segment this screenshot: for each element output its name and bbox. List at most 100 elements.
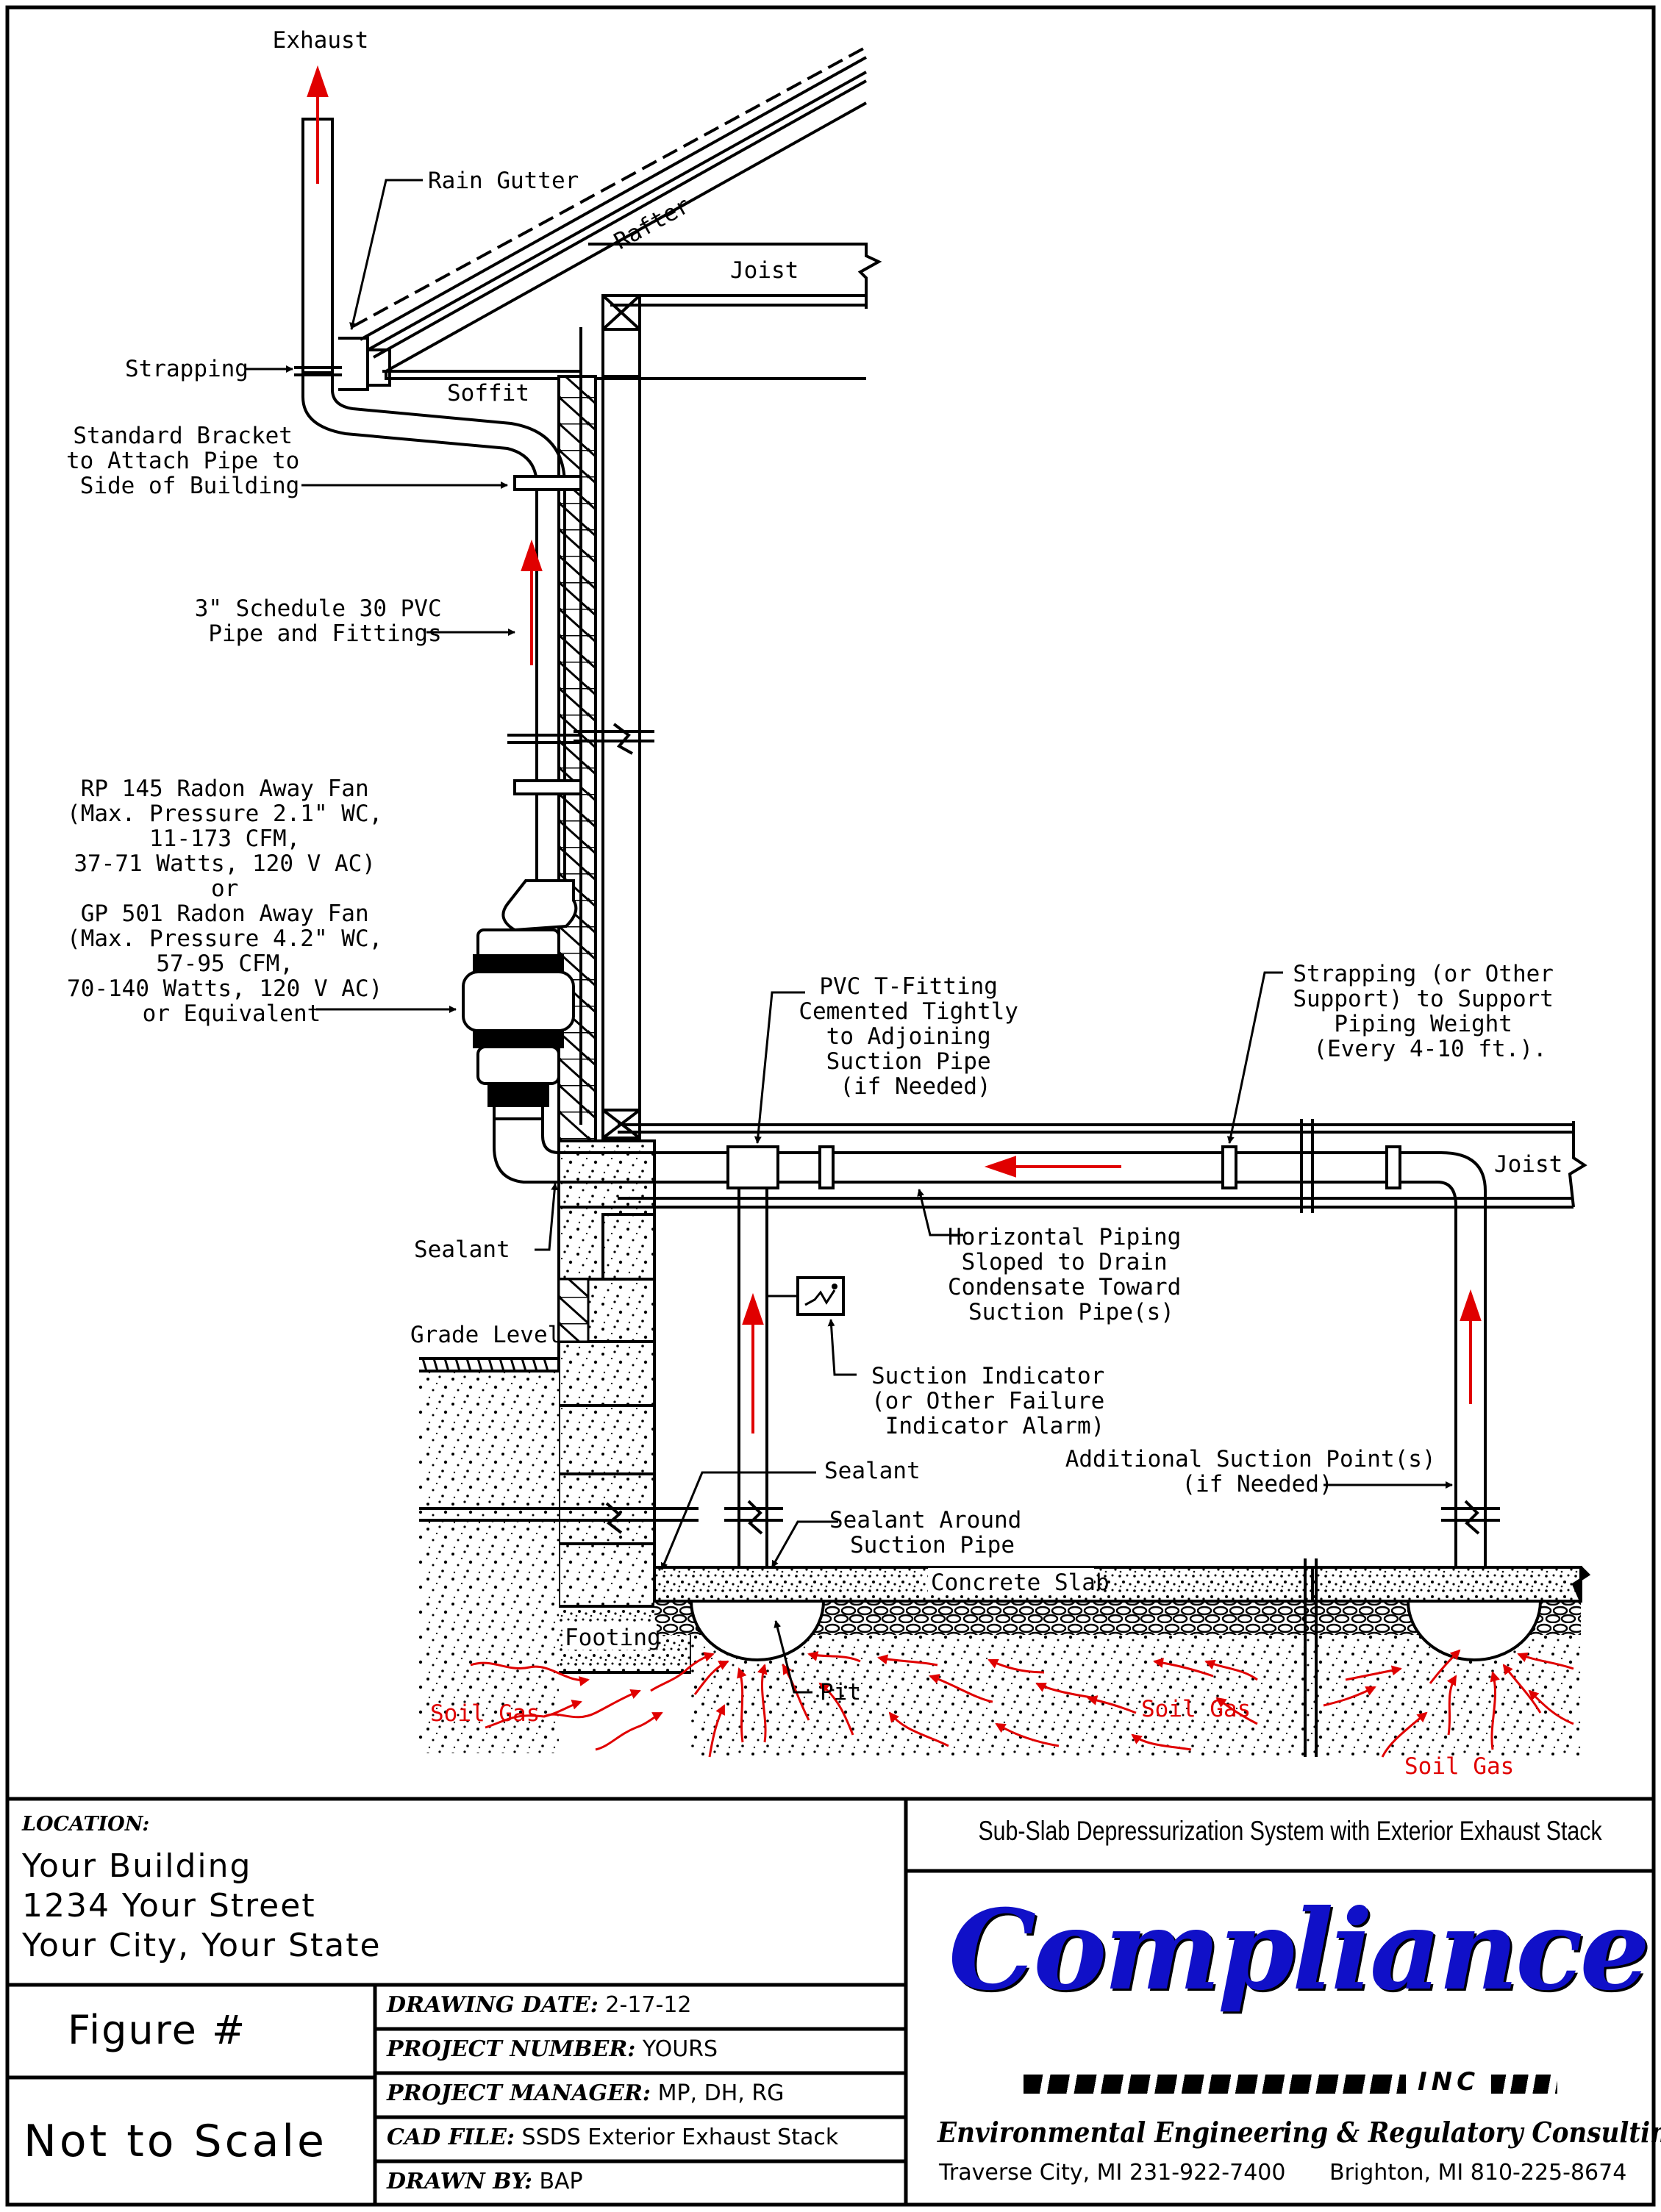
suction-line-3: Indicator Alarm)	[885, 1413, 1105, 1439]
location-line-2: 1234 Your Street	[22, 1887, 316, 1925]
fan-line-5: or	[211, 876, 238, 902]
label-joist-top: Joist	[730, 257, 799, 284]
label-horizontal: Horizontal Piping Sloped to Drain Conden…	[948, 1224, 1195, 1325]
pvc-line-1: 3" Schedule 30 PVC	[195, 595, 442, 622]
horizontal-line-3: Condensate Toward	[948, 1274, 1181, 1300]
additional-line-2: (if Needed)	[1182, 1471, 1332, 1497]
drawn-by-value: BAP	[539, 2169, 583, 2194]
slab-break-lines	[1304, 1558, 1591, 1757]
project-number-label: PROJECT NUMBER:	[387, 2036, 636, 2062]
label-soffit: Soffit	[447, 380, 529, 407]
label-sealant-slab: Sealant	[824, 1458, 921, 1484]
fan-line-9: 70-140 Watts, 120 V AC)	[67, 976, 382, 1002]
label-strapping: Strapping	[125, 356, 249, 382]
label-grade-level: Grade Level	[410, 1322, 561, 1348]
drawn-by-label: DRAWN BY:	[387, 2169, 532, 2194]
block-foundation	[557, 1139, 656, 1608]
label-sealant-wall: Sealant	[414, 1236, 510, 1263]
drawing-date-row: DRAWING DATE: 2-17-12	[387, 1992, 692, 2018]
label-soil-gas-middle: Soil Gas	[1141, 1696, 1251, 1722]
sealant-around-line-1: Sealant Around	[829, 1507, 1021, 1533]
grass-blades	[421, 1358, 549, 1372]
location-line-1: Your Building	[22, 1847, 252, 1885]
concrete-label-bg	[928, 1568, 1094, 1594]
soil-break	[419, 1507, 699, 1522]
exhaust-stack	[294, 118, 582, 882]
suction-line-1: Suction Indicator	[871, 1363, 1104, 1389]
project-manager-value: MP, DH, RG	[657, 2080, 785, 2106]
tfitting-line-5: (if Needed)	[840, 1073, 990, 1100]
strapping-support-line-4: (Every 4-10 ft.).	[1313, 1036, 1546, 1062]
strapping-support-line-1: Strapping (or Other	[1293, 961, 1554, 987]
horizontal-line-4: Suction Pipe(s)	[968, 1299, 1174, 1325]
company-tagline: Environmental Engineering & Regulatory C…	[937, 2116, 1661, 2149]
label-additional: Additional Suction Point(s) (if Needed)	[1065, 1446, 1450, 1497]
label-concrete-slab: Concrete Slab	[931, 1569, 1110, 1596]
drawing-title: Sub-Slab Depressurization System with Ex…	[978, 1816, 1602, 1846]
label-joist-right: Joist	[1494, 1151, 1562, 1178]
fan-line-8: 57-95 CFM,	[156, 951, 293, 977]
project-manager-row: PROJECT MANAGER: MP, DH, RG	[387, 2080, 784, 2106]
label-strapping-support: Strapping (or Other Support) to Support …	[1293, 961, 1567, 1062]
label-pvc-pipe: 3" Schedule 30 PVC Pipe and Fittings	[195, 595, 456, 647]
fan-line-1: RP 145 Radon Away Fan	[81, 776, 369, 802]
strapping-support-line-3: Piping Weight	[1334, 1011, 1512, 1037]
project-manager-label: PROJECT MANAGER:	[387, 2080, 651, 2106]
project-number-row: PROJECT NUMBER: YOURS	[387, 2036, 718, 2062]
label-soil-gas-right: Soil Gas	[1404, 1753, 1514, 1780]
pvc-line-2: Pipe and Fittings	[208, 620, 441, 647]
cad-file-value: SSDS Exterior Exhaust Stack	[521, 2125, 839, 2150]
floor-joist	[618, 1119, 1587, 1213]
bracket-line-1: Standard Bracket	[73, 423, 293, 449]
exterior-soil	[419, 1371, 559, 1753]
drawn-by-row: DRAWN BY: BAP	[387, 2169, 583, 2194]
tfitting-line-2: Cemented Tightly	[799, 998, 1018, 1025]
drawing-border	[5, 5, 1656, 2207]
fan-line-3: 11-173 CFM,	[149, 826, 300, 852]
drawing-date-value: 2-17-12	[605, 1992, 692, 2018]
fan-line-7: (Max. Pressure 4.2" WC,	[67, 926, 382, 952]
pit-left	[689, 1600, 826, 1661]
title-block-lines	[7, 1797, 1654, 2205]
suction-indicator	[767, 1276, 845, 1316]
bracket-line-2: to Attach Pipe to	[66, 448, 299, 474]
label-fan: RP 145 Radon Away Fan (Max. Pressure 2.1…	[67, 776, 396, 1027]
fan-line-6: GP 501 Radon Away Fan	[81, 901, 369, 927]
project-number-value: YOURS	[642, 2036, 718, 2062]
horizontal-pipe	[726, 1145, 1487, 1567]
location-label: LOCATION:	[22, 1813, 150, 1836]
location-line-3: Your City, Your State	[22, 1927, 382, 1964]
company-suffix: INC	[1418, 2067, 1480, 2097]
label-sealant-around: Sealant Around Suction Pipe	[829, 1507, 1035, 1558]
soil-gas-arrows	[470, 1649, 1574, 1758]
label-rain-gutter: Rain Gutter	[428, 168, 579, 194]
concrete-slab-right	[1311, 1566, 1582, 1603]
company-logo: Compliance	[949, 1886, 1650, 2015]
fan-line-4: 37-71 Watts, 120 V AC)	[74, 851, 376, 877]
horizontal-line-2: Sloped to Drain	[962, 1249, 1168, 1275]
strapping-support-line-2: Support) to Support	[1293, 986, 1554, 1012]
office-brighton: Brighton, MI 810-225-8674	[1329, 2160, 1627, 2186]
fan-inlet-elbow	[493, 1119, 743, 1184]
pit-right	[1406, 1600, 1543, 1661]
label-suction-indicator: Suction Indicator (or Other Failure Indi…	[871, 1363, 1118, 1439]
additional-line-1: Additional Suction Point(s)	[1065, 1446, 1436, 1472]
figure-number: Figure #	[68, 2007, 247, 2053]
horizontal-line-1: Horizontal Piping	[948, 1224, 1181, 1250]
cad-file-row: CAD FILE: SSDS Exterior Exhaust Stack	[387, 2125, 838, 2150]
tfitting-line-1: PVC T-Fitting	[819, 973, 998, 1000]
soil-break-mark	[605, 1502, 623, 1534]
tfitting-line-4: Suction Pipe	[826, 1048, 991, 1075]
suction-line-2: (or Other Failure	[871, 1388, 1104, 1414]
cad-file-label: CAD FILE:	[387, 2125, 515, 2150]
label-pit: Pit	[820, 1679, 861, 1705]
roof	[338, 46, 882, 391]
label-soil-gas-left: Soil Gas	[430, 1700, 540, 1727]
wall-stud	[574, 294, 654, 1139]
office-traverse: Traverse City, MI 231-922-7400	[939, 2160, 1286, 2186]
pipe-breaks	[724, 1500, 1500, 1535]
scale-note: Not to Scale	[24, 2116, 327, 2167]
leader-lines	[246, 179, 1453, 1694]
footing-label-bg	[562, 1623, 657, 1650]
